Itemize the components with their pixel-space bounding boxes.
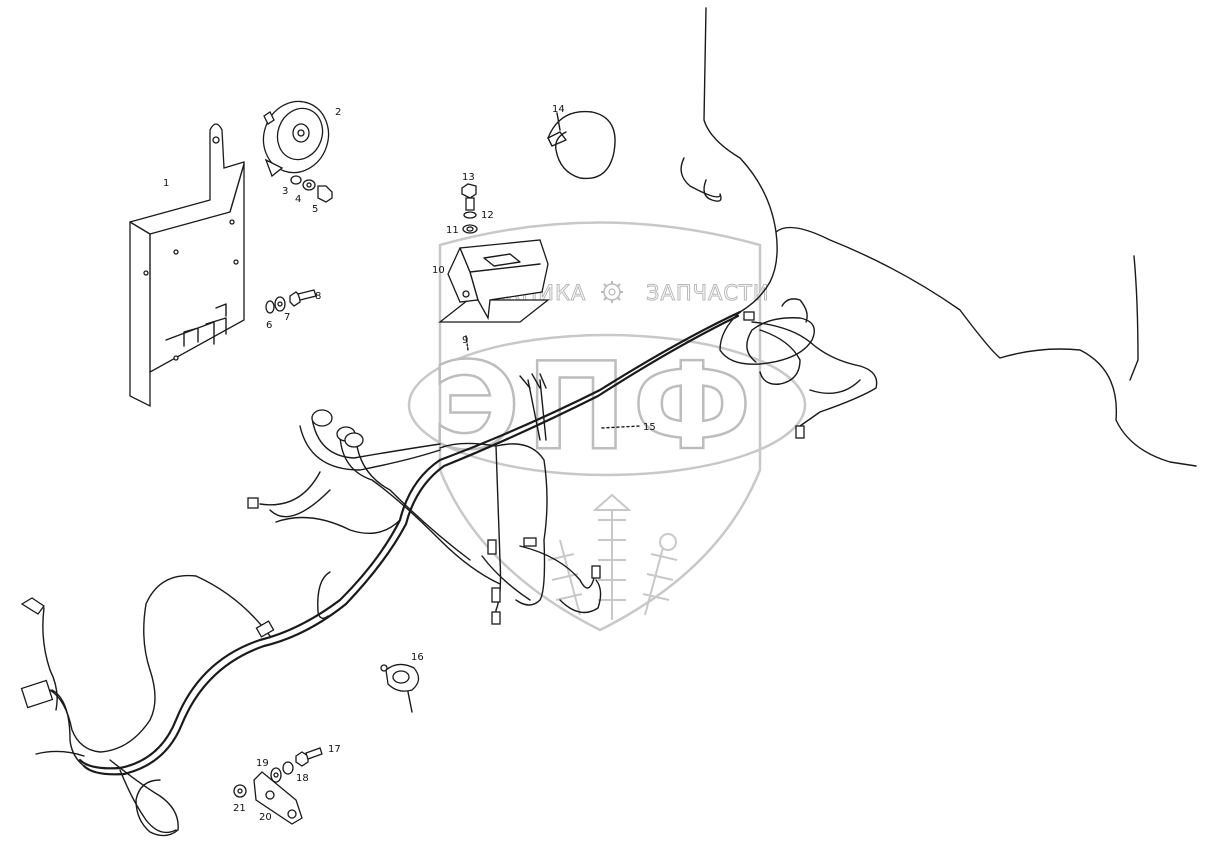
watermark: ТЕХНИКА ЗАПЧАСТИ ЭПФ	[407, 221, 807, 632]
callout-8: 8	[315, 291, 321, 302]
callout-20: 20	[259, 812, 272, 823]
callout-4: 4	[295, 194, 301, 205]
watermark-wheat	[547, 493, 678, 620]
callout-16: 16	[411, 652, 424, 663]
horn	[262, 100, 330, 178]
relay-bracket	[438, 239, 550, 323]
mounting-bracket	[129, 123, 245, 408]
watermark-text-right: ЗАПЧАСТИ	[646, 281, 770, 305]
callout-19: 19	[256, 758, 269, 769]
callout-10: 10	[432, 265, 445, 276]
callouts: 1 2 3 4 5 6 7 8 9 10 11 12 13 14 15 16 1…	[163, 104, 656, 823]
harness-connector	[20, 311, 805, 709]
callout-7: 7	[284, 312, 290, 323]
leader-lines	[465, 112, 641, 429]
cable-tie	[547, 110, 616, 180]
callout-14: 14	[552, 104, 565, 115]
gear-icon	[601, 281, 623, 303]
hose-clamp	[380, 663, 420, 713]
watermark-monogram: ЭПФ	[432, 338, 758, 477]
callout-15: 15	[643, 422, 656, 433]
callout-18: 18	[296, 773, 309, 784]
wiring-harness	[20, 7, 1197, 837]
horn-fasteners	[290, 175, 333, 203]
callout-3: 3	[282, 186, 288, 197]
bracket-fasteners	[265, 289, 317, 314]
watermark-shield-outline	[438, 221, 762, 632]
callout-21: 21	[233, 803, 246, 814]
callout-11: 11	[446, 225, 459, 236]
callout-5: 5	[312, 204, 318, 215]
callout-9: 9	[462, 335, 468, 346]
callout-1: 1	[163, 178, 169, 189]
callout-13: 13	[462, 172, 475, 183]
callout-2: 2	[335, 107, 341, 118]
relay-fasteners	[461, 183, 478, 234]
callout-17: 17	[328, 744, 341, 755]
callout-12: 12	[481, 210, 494, 221]
callout-6: 6	[266, 320, 272, 331]
watermark-ellipse	[407, 333, 807, 477]
ground-plate	[233, 747, 323, 825]
